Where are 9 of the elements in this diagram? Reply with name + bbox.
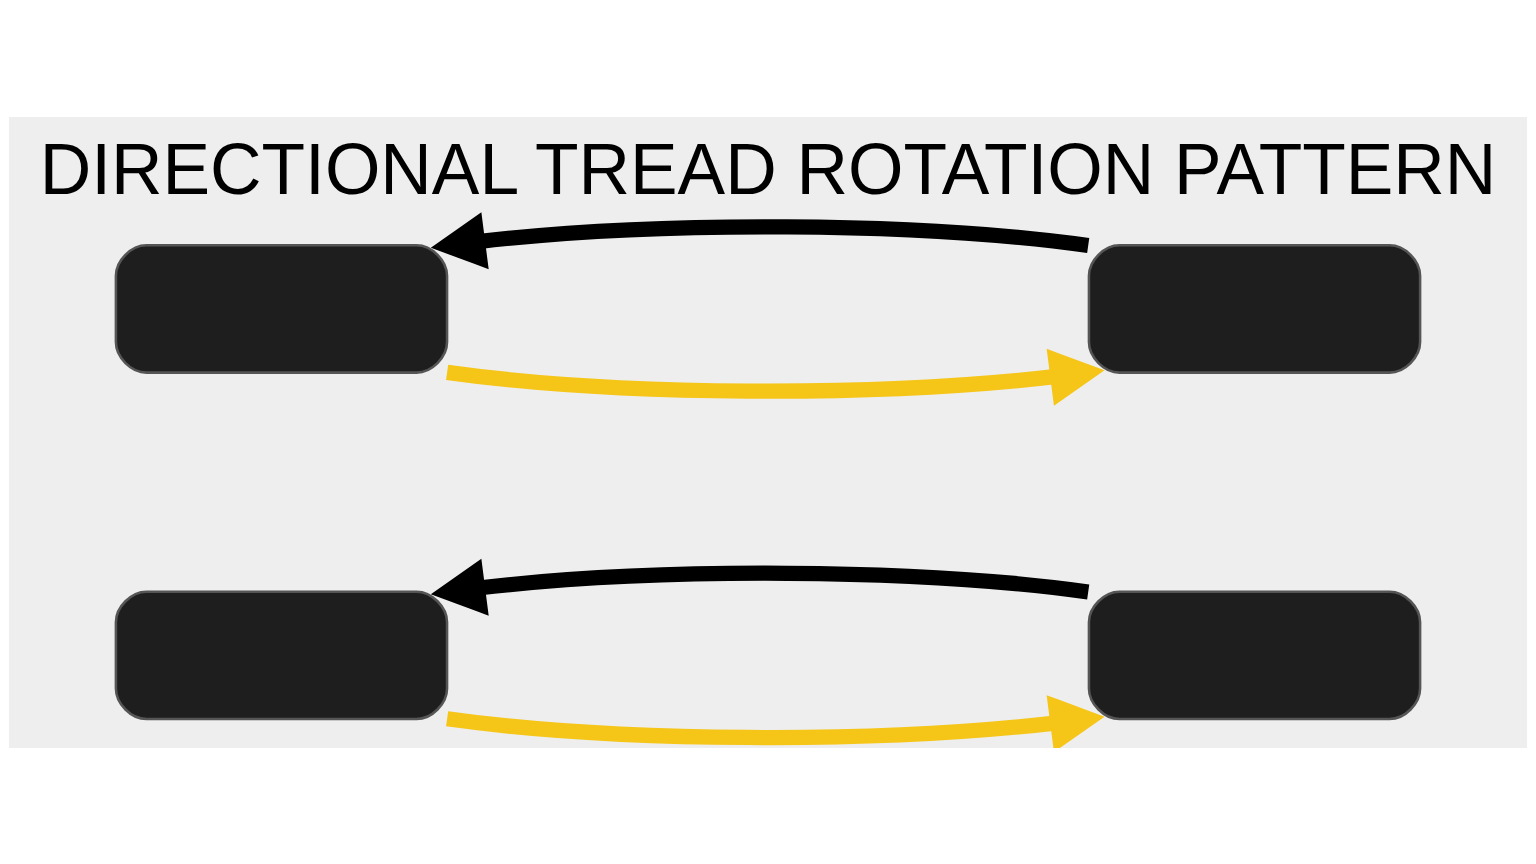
- node-box: [1087, 243, 1422, 374]
- arrow: [430, 211, 1090, 269]
- arrow: [446, 694, 1105, 748]
- diagram-title: DIRECTIONAL TREAD ROTATION PATTERN: [39, 128, 1497, 209]
- arrow: [430, 558, 1090, 616]
- arrow: [446, 348, 1105, 406]
- node-box: [114, 589, 449, 720]
- node-box: [1087, 589, 1422, 720]
- node-box: [114, 243, 449, 374]
